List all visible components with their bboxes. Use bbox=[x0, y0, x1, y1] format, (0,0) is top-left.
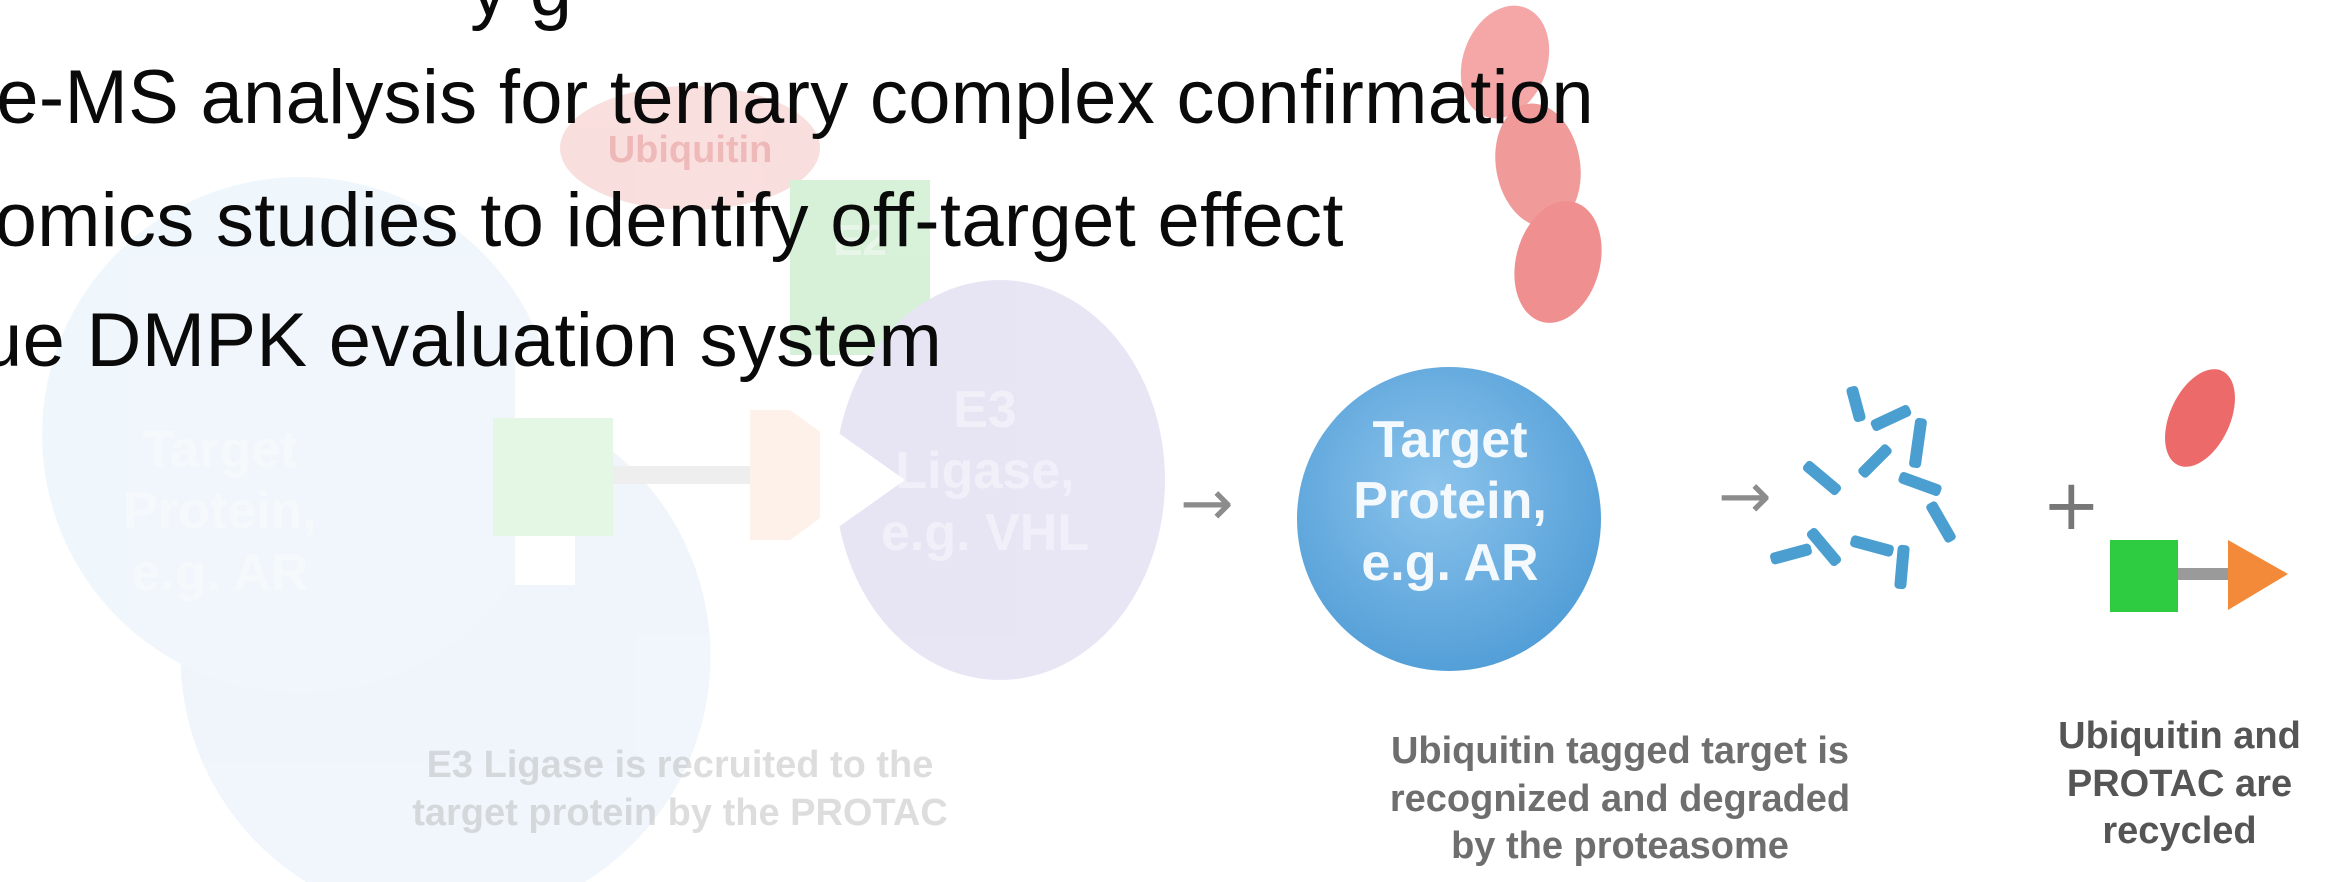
e2-box bbox=[790, 180, 930, 355]
e2-label: E2 bbox=[833, 216, 887, 265]
ubiquitin-chain-low bbox=[1514, 201, 1602, 323]
caption-recruit: E3 Ligase is recruited to the target pro… bbox=[412, 744, 948, 834]
caption-degrade: Ubiquitin tagged target is recognized an… bbox=[1389, 730, 1851, 867]
bullet-line-proteomics: eomics studies to identify off-target ef… bbox=[0, 178, 1344, 263]
caption-recycle: Ubiquitin and PROTAC are recycled bbox=[2058, 715, 2301, 852]
protac-arrowhead bbox=[2228, 540, 2288, 610]
bullet-line-dmpk: ue DMPK evaluation system bbox=[0, 298, 943, 383]
target-protein-label-faded: Target Protein, e.g. AR bbox=[110, 420, 330, 604]
e3-ligase-label: E3 Ligase, e.g. VHL bbox=[880, 381, 1090, 562]
target-protein-text-faded: Target Protein, e.g. AR bbox=[123, 421, 317, 602]
recycled-ubiquitin-shape bbox=[2165, 369, 2235, 467]
bullet-line-cut: y g bbox=[470, 0, 572, 28]
e3-ligase-shape bbox=[835, 280, 1165, 680]
arrow-right-icon: → bbox=[1718, 460, 1772, 534]
protac-square-faded bbox=[493, 418, 613, 536]
plus-icon: + bbox=[2042, 464, 2101, 546]
ubiquitin-label-faded: Ubiquitin bbox=[607, 129, 773, 171]
ubiquitin-shape-faded bbox=[560, 86, 820, 210]
bullet-line-native-ms: ve-MS analysis for ternary complex confi… bbox=[0, 55, 1595, 140]
target-protein-faded-shape bbox=[180, 343, 711, 882]
arrow-right-icon: → bbox=[1180, 467, 1234, 541]
protac-square bbox=[2110, 540, 2178, 612]
target-protein-label: Target Protein, e.g. AR bbox=[1353, 411, 1547, 592]
ubiquitin-chain-top bbox=[1460, 5, 1550, 119]
target-protein-shape bbox=[1297, 367, 1601, 671]
ubiquitin-chain-mid bbox=[1495, 103, 1581, 227]
degraded-fragments bbox=[1770, 385, 1956, 590]
